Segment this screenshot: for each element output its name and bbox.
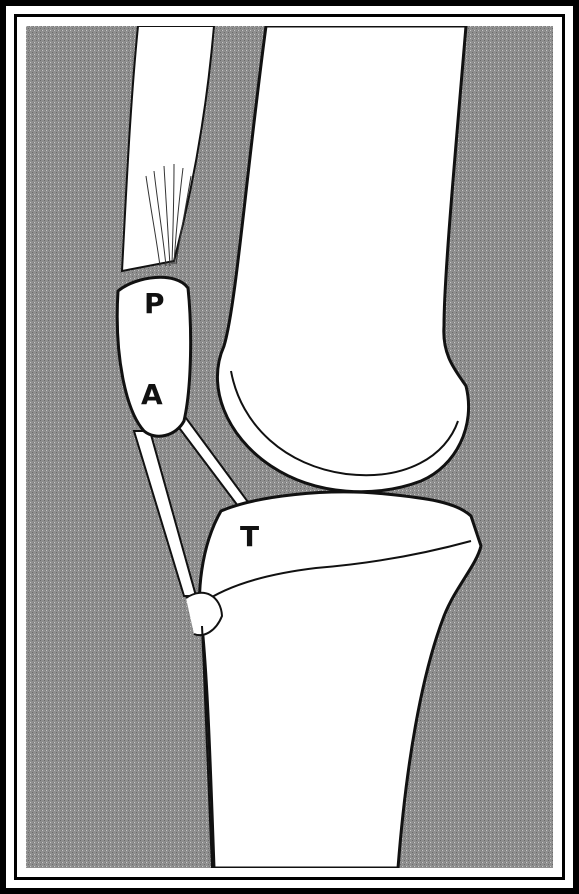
knee-joint-illustration: P A T bbox=[26, 26, 553, 868]
label-a: A bbox=[141, 378, 163, 411]
label-t: T bbox=[240, 520, 259, 553]
label-p: P bbox=[144, 287, 165, 320]
